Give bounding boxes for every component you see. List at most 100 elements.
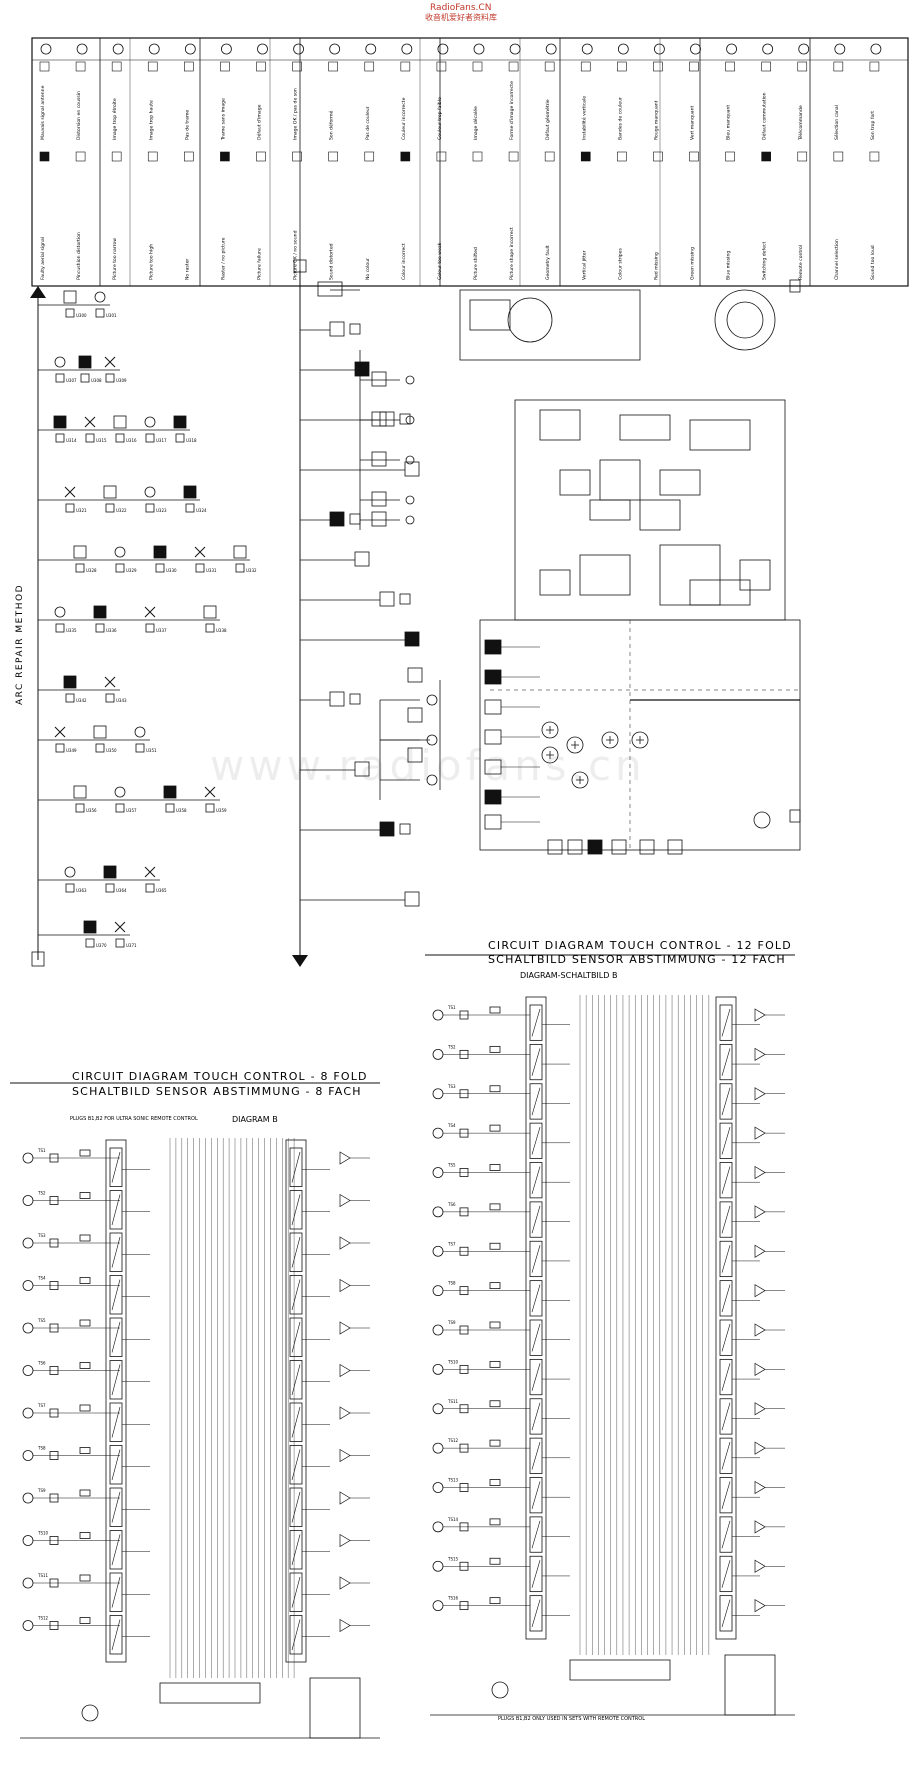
ic-cell: [719, 1083, 733, 1120]
test-point: [541, 721, 559, 739]
pin-label: TS11: [37, 1573, 49, 1578]
arc-title: ARC REPAIR METHOD: [15, 584, 25, 705]
switch-symbol: [111, 1321, 121, 1353]
legend-entry-fr: Instabilité verticale: [580, 96, 587, 140]
ref-box: [135, 743, 145, 753]
legend-icon: [654, 43, 665, 55]
symptom-box-dark: [163, 785, 177, 799]
legend-symbol: [508, 151, 519, 162]
led-symbol: [754, 1244, 766, 1258]
ic-cell: [289, 1232, 303, 1272]
ref-label: U364: [116, 888, 127, 893]
legend-icon: [365, 43, 377, 55]
pin-label: TS1: [37, 1148, 46, 1153]
ic-cell: [529, 1240, 543, 1278]
switch-symbol: [531, 1087, 541, 1116]
ic-cell: [529, 1595, 543, 1632]
legend-symbol: [472, 61, 483, 72]
ic-cell: [289, 1572, 303, 1612]
resistor: [79, 1404, 91, 1412]
switch-symbol: [291, 1619, 301, 1651]
ref-label: U357: [126, 808, 137, 813]
switch-symbol: [531, 1245, 541, 1273]
ic-cell: [109, 1445, 123, 1485]
remote-block: [309, 1677, 361, 1739]
ic-cell: [109, 1275, 123, 1315]
legend-entry-fr: Défaut géométrie: [544, 99, 551, 140]
legend-symbol: [833, 151, 844, 162]
resistor: [489, 1321, 501, 1329]
test-point: [541, 746, 559, 764]
ref-box: [115, 803, 125, 813]
switch-symbol: [531, 1048, 541, 1076]
led-symbol: [754, 1205, 766, 1219]
cross-mark: [636, 736, 644, 744]
ic-cell: [109, 1572, 123, 1612]
resistor: [489, 1597, 501, 1605]
sensor-pad: [22, 1322, 34, 1334]
lamp-symbol: [144, 486, 156, 498]
ic-cell: [529, 1280, 543, 1317]
ic-cell: [529, 1516, 543, 1553]
legend-entry-en: Colour incorrect: [401, 243, 407, 280]
legend-symbol: [256, 151, 266, 162]
ref-box: [55, 433, 65, 443]
switch-symbol: [291, 1406, 301, 1438]
resistor: [49, 1366, 59, 1375]
ref-label: U315: [96, 438, 107, 443]
switch-symbol: [721, 1166, 731, 1194]
node: [405, 415, 415, 425]
ic-cell: [719, 1437, 733, 1474]
symptom-box: [407, 747, 423, 763]
resistor: [489, 1085, 501, 1093]
sensor-pad: [22, 1577, 34, 1589]
led-symbol: [339, 1236, 351, 1250]
switch-symbol: [531, 1127, 541, 1155]
pcb-component: [689, 419, 751, 451]
legend-symbol: [833, 61, 844, 72]
legend-entry-en: Raster / no picture: [220, 237, 226, 280]
resistor: [489, 1203, 501, 1211]
diagram12-note: PLUGS B1,B2 ONLY USED IN SETS WITH REMOT…: [498, 1716, 645, 1722]
ref-box: [95, 623, 105, 633]
led-symbol: [754, 1008, 766, 1022]
legend-entry-fr: Image trop haute: [148, 100, 154, 140]
pin-label: TS5: [447, 1163, 456, 1168]
sensor-pad: [22, 1152, 34, 1164]
pin-label: TS15: [447, 1556, 459, 1561]
ref-box: [65, 693, 75, 703]
ref-label: U350: [106, 748, 117, 753]
legend-symbol: [653, 151, 663, 162]
resistor: [49, 1196, 59, 1205]
legend-symbol: [797, 61, 808, 72]
resistor: [459, 1246, 469, 1256]
pcb-component: [539, 569, 571, 596]
watermark: www.radiofans.cn: [210, 741, 646, 790]
switch-symbol: [531, 1323, 541, 1352]
sensor-pad: [22, 1237, 34, 1249]
symptom-box: [73, 545, 87, 559]
switch-symbol: [111, 1236, 121, 1268]
led-symbol: [339, 1406, 351, 1420]
ref-box: [95, 308, 105, 318]
switch-symbol: [291, 1491, 301, 1523]
legend-entry-en: Switching defect: [762, 242, 768, 280]
legend-icon: [870, 43, 882, 55]
ref-label: U307: [66, 378, 77, 383]
legend-entry-fr: Bandes de couleur: [617, 97, 623, 140]
ref-label: U349: [66, 748, 77, 753]
legend-icon: [221, 43, 232, 55]
ref-label: U358: [176, 808, 187, 813]
ic-cell: [719, 1122, 733, 1159]
legend-icon: [148, 43, 160, 55]
legend-symbol: [689, 61, 699, 72]
ref-box: [165, 803, 175, 813]
ic-cell: [289, 1360, 303, 1400]
pin-label: TS12: [37, 1616, 49, 1621]
node: [405, 375, 415, 385]
legend-symbol: [400, 151, 411, 162]
ref-label: U342: [76, 698, 87, 703]
legend-entry-en: Red missing: [653, 252, 659, 280]
arrow-head: [292, 955, 308, 967]
